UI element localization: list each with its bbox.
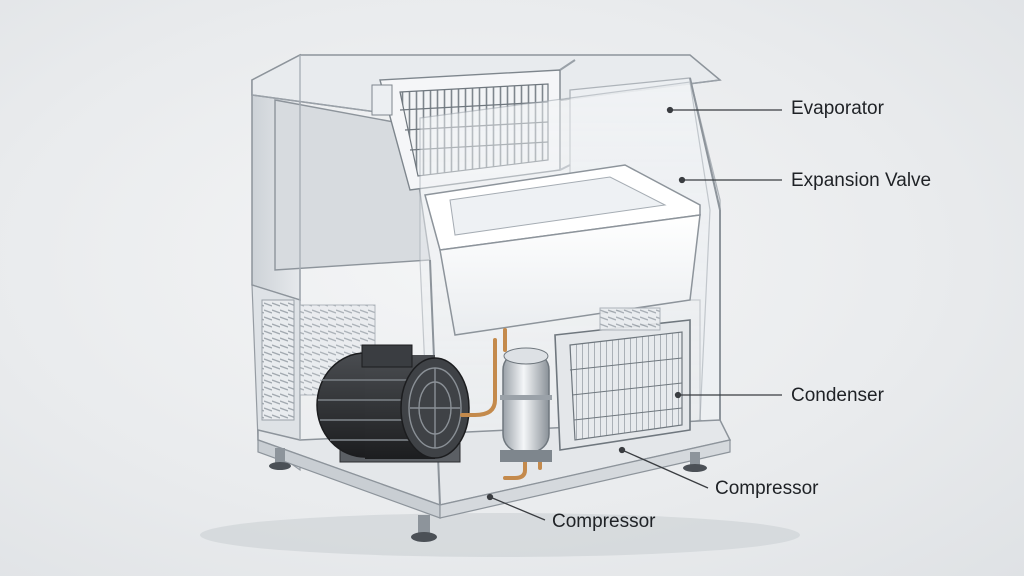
label-compressor-bottom: Compressor	[552, 511, 656, 532]
callout-leaders	[486, 106, 782, 521]
leveling-legs	[269, 448, 707, 542]
label-evaporator: Evaporator	[791, 98, 884, 119]
condenser-unit	[554, 307, 691, 451]
ice-storage-basin	[424, 164, 701, 336]
left-louver-vent	[261, 299, 295, 421]
leader-compressor-bottom	[489, 496, 546, 521]
refrigerant-pipes	[460, 328, 542, 480]
label-compressor-right: Compressor	[715, 478, 819, 499]
label-expansion-valve: Expansion Valve	[791, 170, 932, 191]
floor-shadow	[200, 513, 800, 557]
leader-compressor-right	[621, 449, 709, 489]
compressor-tank	[500, 347, 552, 462]
label-condenser: Condenser	[791, 385, 884, 406]
fan-motor	[316, 344, 470, 463]
